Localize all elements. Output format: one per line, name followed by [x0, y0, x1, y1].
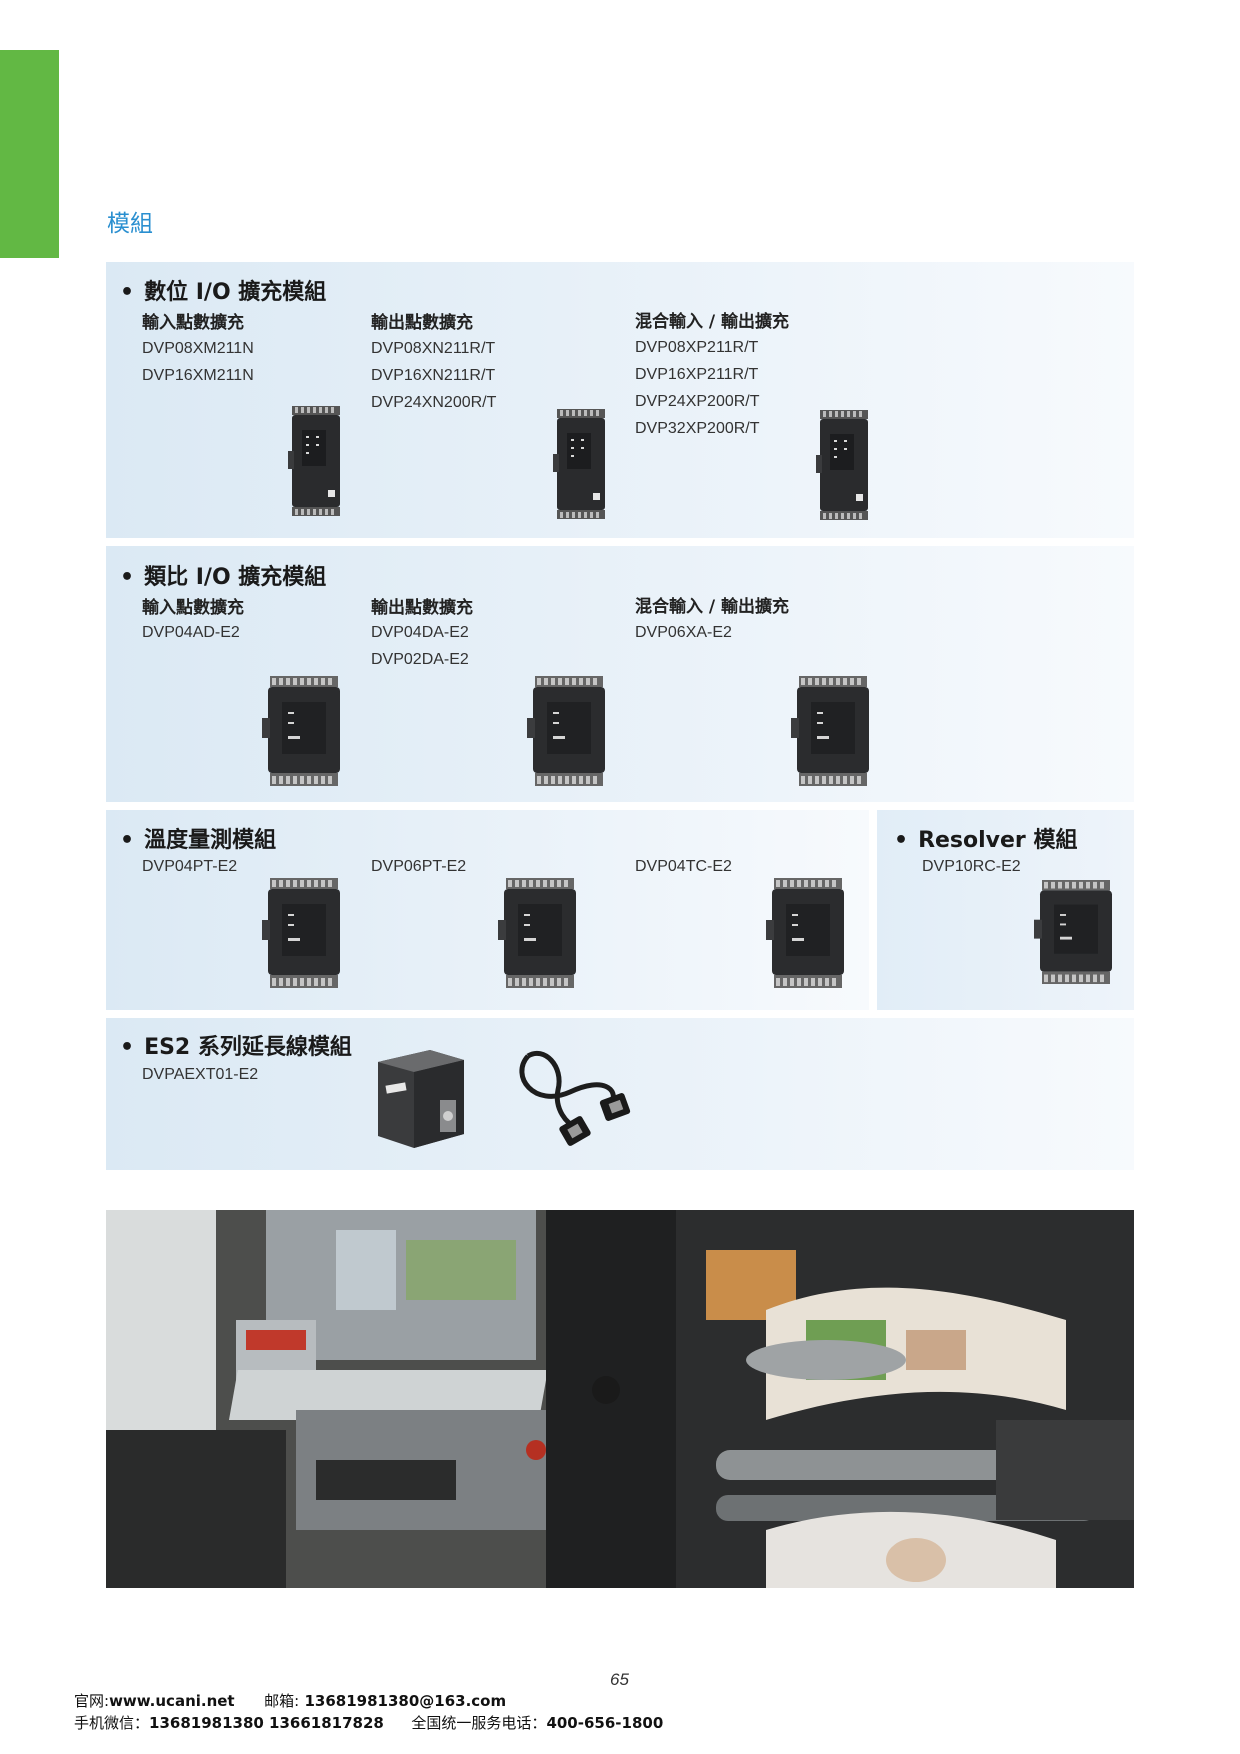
website-label: 官网:	[74, 1692, 110, 1710]
extension-cable-image	[519, 1050, 631, 1146]
section-title-resolver: •Resolver 模組	[894, 828, 1078, 853]
digital-input-heading: 輸入點數擴充	[142, 313, 244, 333]
resolver-module-image	[1034, 880, 1114, 984]
hotline-number: 400-656-1800	[546, 1714, 664, 1732]
analog-output-heading: 輸出點數擴充	[371, 598, 473, 618]
digital-input-module-image	[288, 406, 344, 516]
model-label: DVP10RC-E2	[922, 858, 1021, 875]
phone-numbers: 13681981380 13661817828	[149, 1714, 384, 1732]
model-label: DVP06PT-E2	[371, 858, 467, 875]
model-label: DVP08XM211N	[142, 340, 254, 357]
model-label: DVP02DA-E2	[371, 651, 469, 668]
model-label: DVP04AD-E2	[142, 624, 240, 641]
footer-line-2: 手机微信：13681981380 13661817828 全国统一服务电话：40…	[74, 1712, 663, 1733]
model-label: DVP32XP200R/T	[635, 420, 760, 437]
digital-io-panel	[106, 262, 1134, 538]
hotline-label: 全国统一服务电话：	[411, 1714, 547, 1732]
model-label: DVP16XM211N	[142, 367, 254, 384]
digital-mixed-module-image	[816, 408, 872, 522]
digital-output-module-image	[553, 409, 609, 519]
email-label: 邮箱:	[264, 1692, 300, 1710]
model-label: DVP06XA-E2	[635, 624, 732, 641]
model-label: DVP16XN211R/T	[371, 367, 496, 384]
model-label: DVP08XN211R/T	[371, 340, 496, 357]
model-label: DVP24XN200R/T	[371, 394, 497, 411]
analog-input-heading: 輸入點數擴充	[142, 598, 244, 618]
temperature-tc-module-image	[766, 878, 846, 988]
website-link[interactable]: www.ucani.net	[109, 1692, 235, 1710]
analog-mixed-heading: 混合輸入 / 輸出擴充	[635, 597, 790, 617]
temperature-pt4-module-image	[262, 878, 342, 988]
printing-machine-photo	[106, 1210, 1134, 1588]
page-number: 65	[610, 1670, 629, 1689]
model-label: DVPAEXT01-E2	[142, 1066, 259, 1083]
section-title-temperature: •溫度量測模組	[120, 828, 277, 853]
analog-input-module-image	[262, 676, 342, 786]
section-title-extension: •ES2 系列延長線模組	[120, 1035, 352, 1060]
model-label: DVP24XP200R/T	[635, 393, 760, 410]
footer-line-1: 官网:www.ucani.net 邮箱: 13681981380@163.com	[74, 1690, 506, 1711]
model-label: DVP04PT-E2	[142, 858, 238, 875]
section-title-digital-io: •數位 I/O 擴充模組	[120, 280, 327, 305]
green-side-tab	[0, 50, 59, 258]
phone-label: 手机微信：	[74, 1714, 150, 1732]
model-label: DVP04TC-E2	[635, 858, 732, 875]
page-title: 模組	[107, 211, 153, 237]
section-title-analog-io: •類比 I/O 擴充模組	[120, 565, 327, 590]
temperature-pt6-module-image	[498, 878, 578, 988]
analog-output-module-image	[527, 676, 607, 786]
model-label: DVP08XP211R/T	[635, 339, 759, 356]
model-label: DVP16XP211R/T	[635, 366, 759, 383]
digital-mixed-heading: 混合輸入 / 輸出擴充	[635, 312, 790, 332]
extension-module-image	[378, 1050, 464, 1148]
temperature-panel	[106, 810, 869, 1010]
analog-mixed-module-image	[791, 676, 871, 786]
digital-output-heading: 輸出點數擴充	[371, 313, 473, 333]
model-label: DVP04DA-E2	[371, 624, 469, 641]
email-link[interactable]: 13681981380@163.com	[299, 1692, 507, 1710]
